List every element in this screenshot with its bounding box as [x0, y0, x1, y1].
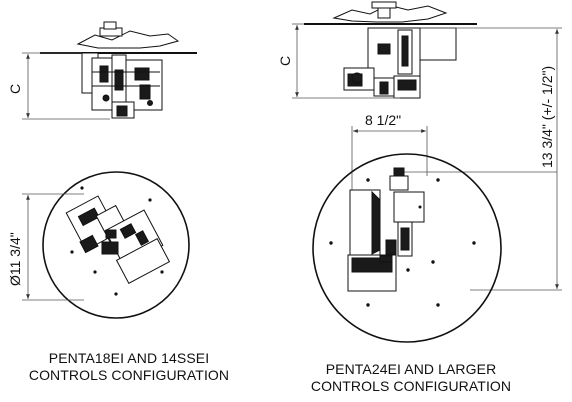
left-caption-line2: CONTROLS CONFIGURATION: [28, 367, 230, 383]
right-offset-dimension: [351, 126, 557, 190]
right-plan-view: [312, 153, 502, 343]
left-diameter-label: Ø11 3/4": [7, 232, 23, 286]
left-diameter-dimension: [22, 193, 84, 301]
left-elevation-view: [40, 21, 197, 119]
left-caption-line1: PENTA18EI AND 14SSEI: [48, 350, 210, 366]
right-height-dimension: [292, 23, 400, 99]
right-vertical-dimension: [420, 27, 562, 291]
right-elevation-view: [304, 1, 477, 99]
right-caption: PENTA24EI AND LARGER CONTROLS CONFIGURAT…: [280, 361, 542, 395]
right-height-label: C: [277, 56, 293, 66]
right-caption-line1: PENTA24EI AND LARGER: [325, 361, 497, 377]
left-height-label: C: [7, 84, 23, 94]
left-plan-view: [42, 171, 190, 319]
right-vertical-label: 13 3/4" (+/- 1/2"): [539, 66, 555, 168]
right-caption-line2: CONTROLS CONFIGURATION: [310, 378, 512, 394]
right-offset-label: 8 1/2": [365, 112, 401, 128]
left-caption: PENTA18EI AND 14SSEI CONTROLS CONFIGURAT…: [0, 350, 258, 384]
left-height-dimension: [22, 52, 110, 120]
